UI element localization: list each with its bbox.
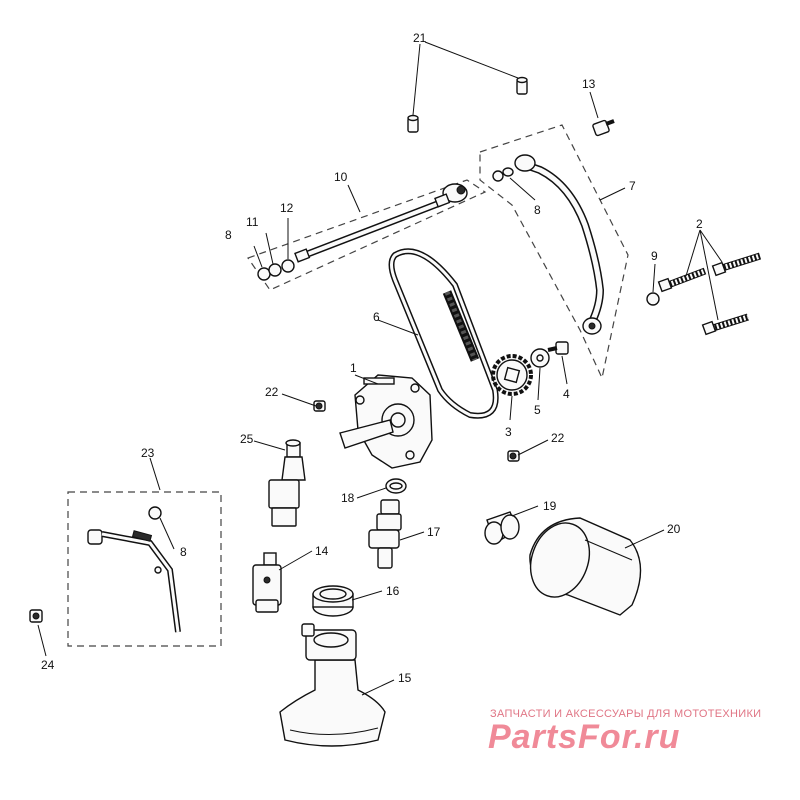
- dipstick-23[interactable]: [87, 529, 181, 633]
- oil-pipe-10[interactable]: [294, 183, 468, 263]
- callout-14: 14: [315, 544, 329, 558]
- callout-10: 10: [334, 170, 348, 184]
- cap-16: [312, 585, 354, 617]
- watermark: ЗАПЧАСТИ И АКСЕССУАРЫ ДЛЯ МОТОТЕХНИКИ Pa…: [488, 708, 761, 756]
- callout-4: 4: [563, 387, 570, 401]
- valve-17[interactable]: [368, 499, 402, 569]
- o-ring-8-left: [257, 267, 271, 281]
- callout-15: 15: [398, 671, 412, 685]
- callout-5: 5: [534, 403, 541, 417]
- nipple-19: [484, 511, 520, 545]
- washer-9: [646, 292, 660, 306]
- watermark-logo: PartsFor.ru: [488, 718, 680, 756]
- callout-2: 2: [696, 217, 703, 231]
- callout-11: 11: [246, 215, 259, 229]
- screw-24: [29, 609, 43, 623]
- bolt-13: [592, 119, 615, 137]
- o-ring-8-top: [492, 170, 504, 182]
- callout-18: 18: [341, 491, 355, 505]
- callout-16: 16: [386, 584, 400, 598]
- bolt-22-right: [507, 450, 520, 462]
- o-ring-11: [268, 263, 282, 277]
- bolt-22-left: [313, 400, 326, 412]
- drive-chain-6: [388, 248, 499, 419]
- callout-labels: 1 2 3 4 5 6 7 8 9 10 11 12 13 14 15 16 1…: [41, 31, 703, 685]
- callout-22-left: 22: [265, 385, 279, 399]
- group-box-10: [247, 179, 487, 291]
- callout-7: 7: [629, 179, 636, 193]
- callout-13: 13: [582, 77, 596, 91]
- callout-25: 25: [240, 432, 254, 446]
- bolt-2b: [711, 252, 762, 277]
- callout-3: 3: [505, 425, 512, 439]
- group-box-7: [479, 124, 629, 380]
- oil-filter-20[interactable]: [521, 515, 642, 616]
- filter-element-14: [252, 552, 282, 613]
- callout-17: 17: [427, 525, 441, 539]
- bolt-2a: [657, 267, 707, 293]
- oil-pump-1[interactable]: [339, 374, 433, 469]
- callout-19: 19: [543, 499, 557, 513]
- washer-5-hole: [536, 354, 544, 362]
- o-ring-12: [281, 259, 295, 273]
- callout-8-top: 8: [534, 203, 541, 217]
- bolt-2c: [701, 313, 750, 336]
- sprocket-3[interactable]: [491, 354, 533, 396]
- oil-pipe-7[interactable]: [502, 154, 605, 335]
- strainer-15[interactable]: [279, 623, 386, 747]
- callout-8-dipstick: 8: [180, 545, 187, 559]
- valve-25[interactable]: [268, 439, 306, 527]
- callout-9: 9: [651, 249, 658, 263]
- group-box-23: [67, 491, 222, 647]
- dowel-pin-21b: [516, 76, 528, 95]
- callout-12: 12: [280, 201, 294, 215]
- o-ring-8-dipstick: [148, 506, 162, 520]
- dowel-pin-21a: [407, 114, 419, 133]
- callout-24: 24: [41, 658, 55, 672]
- callout-8-left: 8: [225, 228, 232, 242]
- callout-1: 1: [350, 361, 357, 375]
- callout-21: 21: [413, 31, 427, 45]
- leader-lines: [37, 41, 723, 696]
- callout-22-right: 22: [551, 431, 565, 445]
- o-ring-18-inner: [389, 482, 403, 490]
- callout-6: 6: [373, 310, 380, 324]
- callout-23: 23: [141, 446, 155, 460]
- callout-20: 20: [667, 522, 681, 536]
- watermark-tagline: ЗАПЧАСТИ И АКСЕССУАРЫ ДЛЯ МОТОТЕХНИКИ: [490, 708, 761, 720]
- bolt-4: [547, 341, 569, 355]
